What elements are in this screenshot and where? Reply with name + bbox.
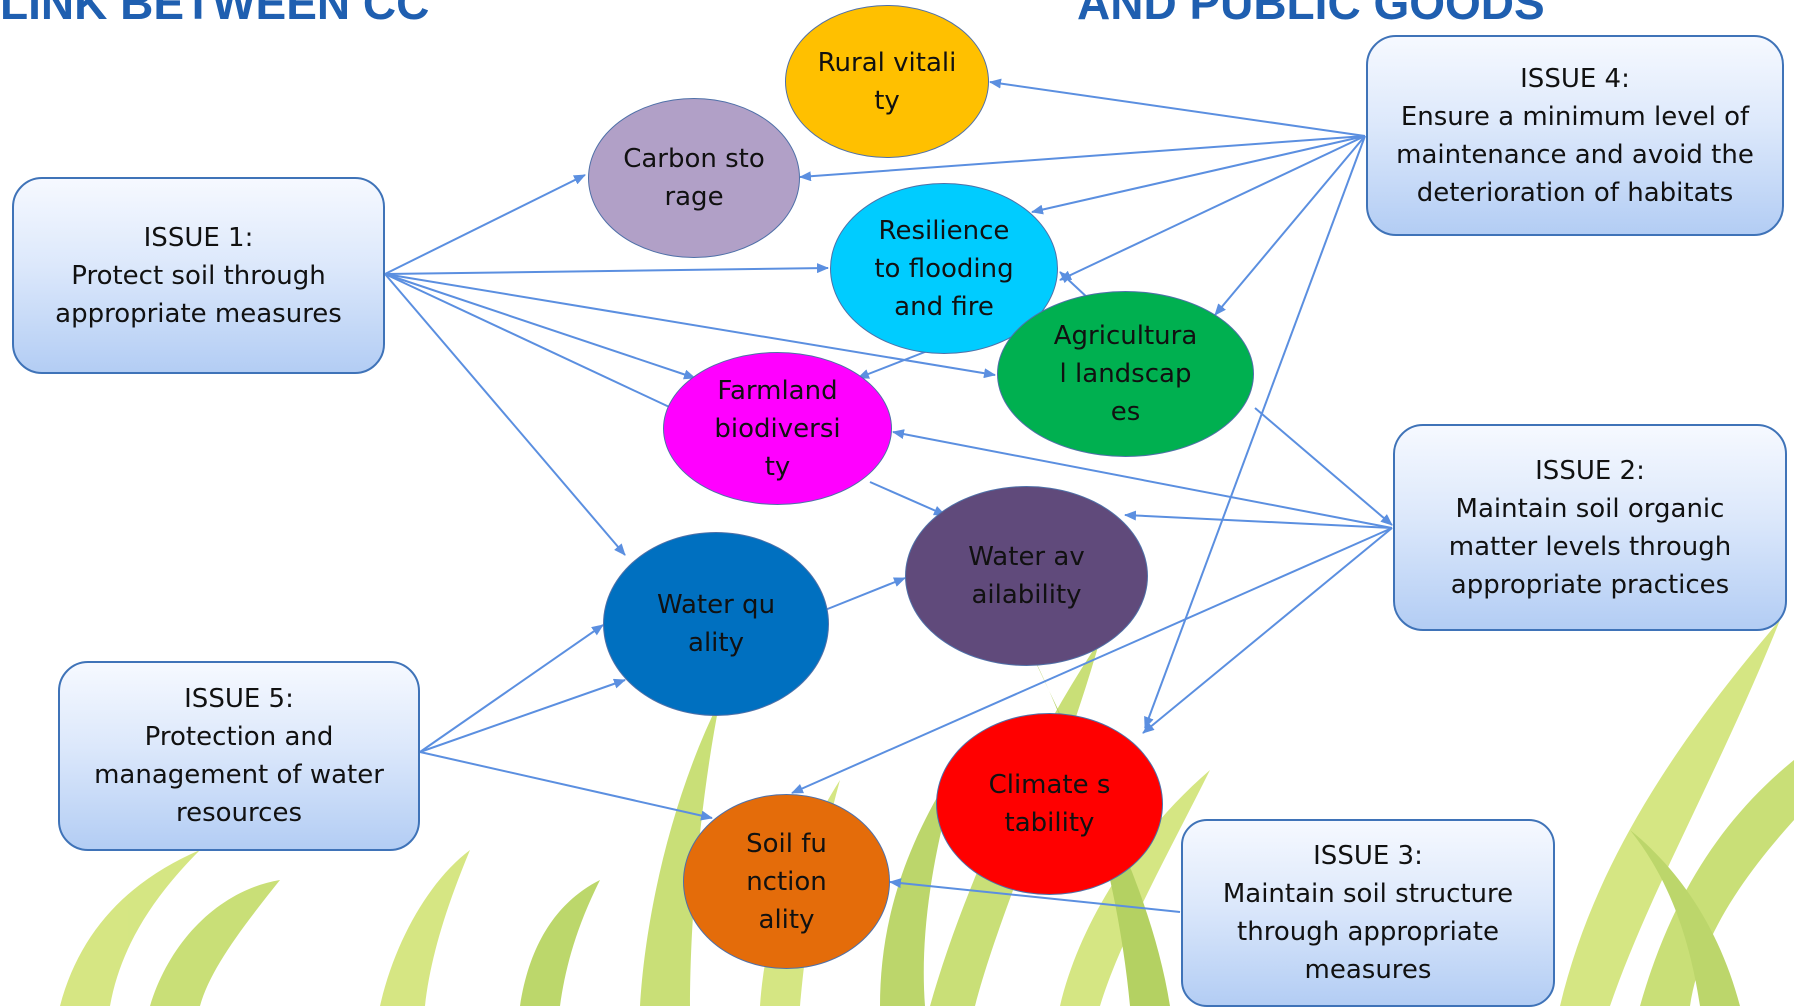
issue-3-text: Maintain soil structure through appropri… — [1222, 879, 1514, 985]
node-rural-vitality-label: Rural vitality — [817, 47, 957, 116]
arrow-issue2-farmland-biodiversity — [892, 429, 1393, 529]
node-climate-stability-label: Climate stability — [988, 770, 1111, 838]
node-water-quality: Water quality — [603, 532, 829, 716]
arrow-issue2-climate-stability — [1142, 527, 1393, 734]
issue-2-text: Maintain soil organic matter levels thro… — [1448, 493, 1732, 600]
arrow-issue3-soil-functionality — [889, 878, 1181, 913]
issue-2-heading: ISSUE 2: — [1535, 455, 1645, 486]
title-left: LINK BETWEEN CC — [0, 0, 430, 29]
arrow-issue2-water-availability — [1124, 510, 1393, 529]
node-agricultural-landscapes-label: Agricultural landscapes — [1053, 321, 1198, 427]
arrow-issue5-soil-functionality — [419, 751, 713, 821]
title-right: AND PUBLIC GOODS — [1077, 0, 1545, 29]
node-carbon-storage-label: Carbon storage — [623, 144, 765, 212]
node-farmland-biodiversity: Farmland biodiversity — [663, 352, 892, 505]
arrow-issue4-rural-vitality — [989, 78, 1366, 137]
arrow-issue4-resilience-b — [1059, 135, 1366, 281]
arrow-issue1-farmland-biodiversity-a — [384, 273, 696, 380]
arrow-agricultural-climate — [1254, 407, 1393, 526]
node-water-quality-label: Water quality — [656, 590, 776, 658]
arrow-issue5-water-quality-b — [419, 678, 626, 753]
arrow-issue1-carbon-storage — [384, 174, 586, 275]
arrow-issue2-soil-functionality — [791, 527, 1393, 794]
arrow-issue4-carbon-storage — [799, 135, 1366, 182]
issue-5-text: Protection and management of water resou… — [94, 722, 384, 828]
node-soil-functionality: Soil functionality — [683, 794, 890, 969]
arrow-farmland-water-availability — [869, 481, 946, 516]
arrow-resilience-farmland — [857, 349, 931, 379]
node-climate-stability: Climate stability — [936, 713, 1163, 895]
arrow-water-quality-water-availability — [824, 577, 906, 611]
arrow-issue4-climate-stability — [1144, 135, 1366, 729]
arrow-issue5-water-quality-a — [419, 624, 604, 753]
issue-4-box: ISSUE 4: Ensure a minimum level of maint… — [1366, 35, 1784, 236]
issue-5-box: ISSUE 5: Protection and management of wa… — [58, 661, 420, 851]
arrow-issue4-agricultural-landscapes — [1214, 135, 1366, 316]
node-soil-functionality-label: Soil functionality — [746, 828, 827, 935]
issue-1-heading: ISSUE 1: — [143, 222, 254, 253]
node-agricultural-landscapes: Agricultural landscapes — [997, 291, 1254, 457]
arrow-issue1-resilience — [384, 263, 829, 275]
issue-5-heading: ISSUE 5: — [184, 684, 294, 714]
issue-4-text: Ensure a minimum level of maintenance an… — [1396, 101, 1754, 208]
node-carbon-storage: Carbon storage — [588, 98, 800, 258]
node-water-availability-label: Water availability — [968, 542, 1085, 610]
arrow-issue1-agricultural-landscapes — [384, 273, 996, 379]
issue-3-heading: ISSUE 3: — [1313, 841, 1423, 871]
arrow-issue1-water-quality — [384, 273, 626, 556]
arrow-issue1-farmland-biodiversity-b — [384, 273, 681, 413]
node-resilience-label: Resilience to flooding and fire — [874, 215, 1014, 322]
node-water-availability: Water availability — [905, 486, 1148, 666]
issue-1-box: ISSUE 1: Protect soil through appropriat… — [12, 177, 385, 374]
node-rural-vitality: Rural vitality — [785, 5, 989, 158]
issue-3-box: ISSUE 3: Maintain soil structure through… — [1181, 819, 1555, 1007]
issue-1-text: Protect soil through appropriate measure… — [55, 260, 342, 329]
node-farmland-biodiversity-label: Farmland biodiversity — [714, 375, 841, 482]
arrow-issue4-resilience — [1031, 135, 1366, 215]
issue-2-box: ISSUE 2: Maintain soil organic matter le… — [1393, 424, 1787, 631]
arrows — [384, 78, 1393, 913]
issue-4-heading: ISSUE 4: — [1520, 63, 1630, 94]
